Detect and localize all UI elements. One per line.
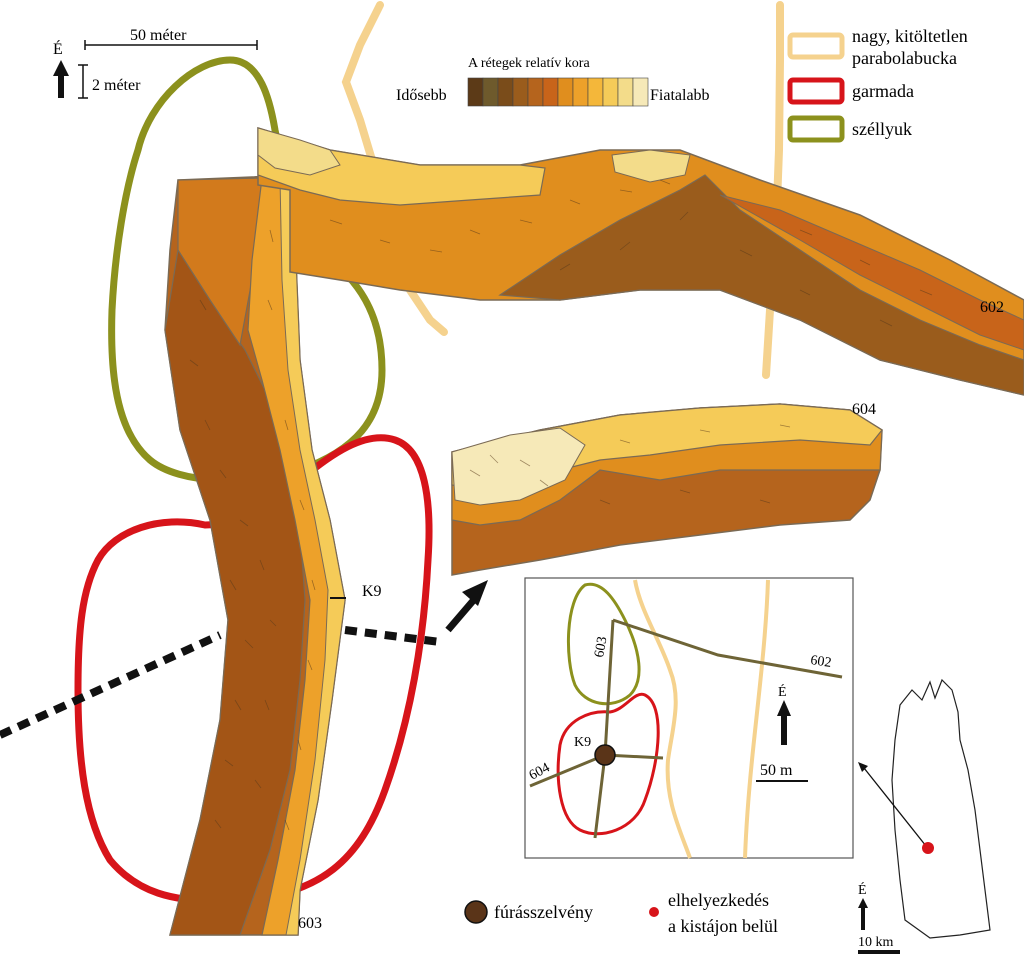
- age-swatch-4: [512, 77, 529, 107]
- age-legend-swatches: [467, 77, 649, 107]
- profile-602-red-wedge: [719, 194, 1024, 351]
- feature-legend: nagy, kitöltetlen parabolabucka garmada …: [787, 26, 968, 143]
- locator-outline: [891, 678, 991, 939]
- legend-label-parabolic-dune: nagy, kitöltetlen: [852, 26, 968, 46]
- inset-dune-arm-right: [743, 579, 770, 859]
- age-swatch-7: [557, 77, 574, 107]
- locator-pointer-head: [858, 762, 868, 772]
- inset-map: K9 602 603 604 É 50 m: [524, 577, 854, 859]
- legend-swatch-garmada: [787, 77, 845, 105]
- inset-blowout: [567, 582, 641, 706]
- legend-swatch-blowout: [787, 115, 845, 143]
- age-swatch-12: [632, 77, 649, 107]
- profile-602-light-lens: [257, 127, 341, 176]
- k9-label: K9: [362, 583, 382, 600]
- bottom-legend: fúrásszelvény elhelyezkedés a kistájon b…: [464, 890, 778, 936]
- inset-north-arrow-icon: [777, 700, 791, 745]
- age-legend-older: Idősebb: [396, 87, 447, 104]
- locator-north-label: É: [858, 881, 867, 898]
- profile-603-label: 603: [298, 915, 322, 932]
- vertical-scale-bar: [78, 64, 88, 99]
- north-arrow-icon: [53, 60, 69, 98]
- locator-pointer-line: [863, 767, 927, 847]
- inset-dune-arm-left: [633, 579, 692, 859]
- borehole-legend-icon: [464, 900, 488, 924]
- location-legend-label-2: a kistájon belül: [668, 916, 778, 936]
- inset-k9-borehole: [594, 744, 616, 766]
- scale-bar-group: É 50 méter 2 méter: [53, 27, 258, 99]
- age-swatch-11: [617, 77, 634, 107]
- profile-604-light-lens: [451, 427, 586, 506]
- inset-k9-label: K9: [574, 735, 591, 750]
- profile-604: [451, 403, 883, 576]
- age-swatch-5: [527, 77, 544, 107]
- legend-label-blowout: széllyuk: [852, 119, 912, 139]
- locator-scale-label: 10 km: [858, 935, 894, 950]
- inset-603-label: 603: [592, 635, 610, 658]
- age-swatch-2: [482, 77, 499, 107]
- profile-602-light-lens-2: [611, 149, 691, 183]
- inset-north-label: É: [778, 683, 787, 700]
- inset-602-label: 602: [809, 653, 832, 671]
- locator-map: É 10 km: [858, 678, 991, 954]
- dashed-pointer-line: [0, 626, 441, 739]
- inset-map-frame: [524, 577, 854, 859]
- horizontal-scale-bar: [84, 40, 258, 50]
- horizontal-scale-label: 50 méter: [130, 27, 187, 44]
- location-legend-label-1: elhelyezkedés: [668, 890, 769, 910]
- profile-602-dark-wedge: [498, 174, 1024, 396]
- legend-swatch-parabolic-dune: [787, 32, 845, 60]
- legend-label-parabolic-dune-2: parabolabucka: [852, 48, 957, 68]
- age-swatch-10: [602, 77, 619, 107]
- age-swatch-3: [497, 77, 514, 107]
- age-swatch-8: [572, 77, 589, 107]
- profile-602-label: 602: [980, 299, 1004, 316]
- inset-garmada: [556, 692, 660, 836]
- profile-602: [257, 126, 1024, 396]
- age-swatch-6: [542, 77, 559, 107]
- profile-603-light-strip: [279, 174, 346, 936]
- borehole-legend-label: fúrásszelvény: [494, 902, 593, 922]
- profile-602-yellow-top: [257, 127, 546, 206]
- age-swatch-9: [587, 77, 604, 107]
- age-legend-younger: Fiatalabb: [650, 87, 710, 104]
- profile-603: [164, 174, 346, 936]
- locator-location-dot: [922, 842, 934, 854]
- north-label: É: [53, 39, 63, 58]
- legend-label-garmada: garmada: [852, 81, 914, 101]
- location-legend-icon: [649, 907, 659, 917]
- vertical-scale-label: 2 méter: [92, 77, 141, 94]
- age-legend: A rétegek relatív kora Idősebb Fiatalabb: [396, 56, 710, 107]
- inset-scale-label: 50 m: [760, 762, 793, 779]
- inset-profile-602: [612, 618, 843, 679]
- profile-604-label: 604: [852, 401, 876, 418]
- age-swatch-1: [467, 77, 484, 107]
- age-legend-title: A rétegek relatív kora: [468, 56, 590, 71]
- locator-north-arrow-icon: [858, 898, 868, 930]
- pointer-arrow-head: [462, 580, 488, 606]
